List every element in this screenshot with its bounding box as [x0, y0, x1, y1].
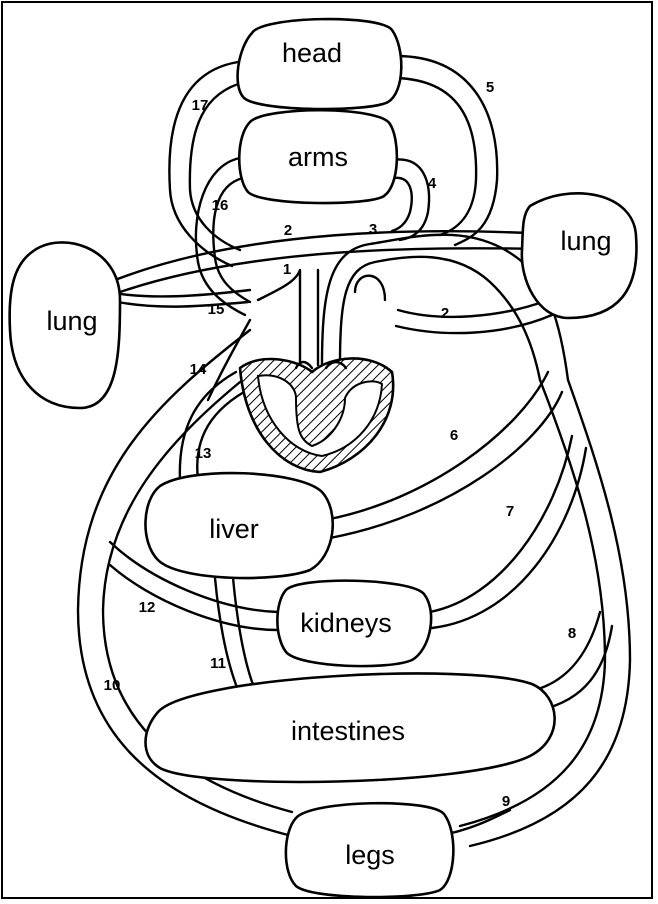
vessel-8-outer [535, 612, 600, 690]
num-12: 12 [139, 599, 156, 616]
label-legs: legs [345, 840, 395, 870]
num-1: 1 [283, 261, 291, 278]
label-arms: arms [288, 142, 348, 172]
vessel-1-loop [355, 276, 385, 300]
label-lung-left: lung [46, 306, 97, 336]
label-head: head [282, 38, 342, 68]
num-13: 13 [195, 445, 212, 462]
vessel-13-inner [197, 392, 244, 480]
num-3: 3 [369, 221, 377, 238]
heart [240, 358, 393, 472]
label-intestines: intestines [291, 716, 405, 746]
right-trunk-outer [470, 380, 630, 846]
label-liver: liver [209, 514, 259, 544]
vessel-1-left [258, 270, 300, 365]
num-4: 4 [428, 175, 437, 192]
num-14: 14 [190, 361, 207, 378]
num-7: 7 [506, 503, 514, 520]
vessel-17-outer [169, 62, 238, 266]
vessel-4-inner [392, 178, 412, 231]
num-8: 8 [568, 625, 576, 642]
vessel-5-inner [396, 78, 476, 235]
num-10: 10 [104, 677, 121, 694]
label-lung-right: lung [560, 226, 611, 256]
label-kidneys: kidneys [300, 608, 392, 638]
num-5: 5 [486, 79, 494, 96]
vessel-11-inner [233, 578, 255, 690]
vessel-5-outer [396, 56, 497, 245]
num-6: 6 [450, 427, 458, 444]
vessel-15-outer [108, 290, 250, 296]
num-15: 15 [208, 301, 225, 318]
num-11: 11 [210, 655, 226, 672]
num-9: 9 [502, 793, 510, 810]
vessel-7-inner [432, 448, 586, 628]
num-16: 16 [212, 197, 229, 214]
num-2-upper: 2 [284, 222, 292, 239]
num-2-lower: 2 [441, 305, 449, 322]
num-17: 17 [192, 97, 209, 114]
